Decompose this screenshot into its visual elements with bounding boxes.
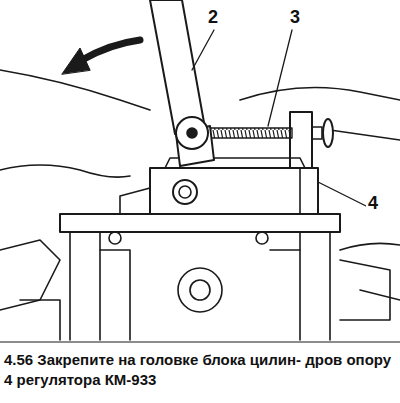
callout-number: 4 bbox=[366, 194, 380, 212]
callout-number: 3 bbox=[288, 8, 302, 26]
figure-caption: 4.56 Закрепите на головке блока цилин- д… bbox=[4, 350, 398, 390]
callout-number: 2 bbox=[206, 8, 220, 26]
